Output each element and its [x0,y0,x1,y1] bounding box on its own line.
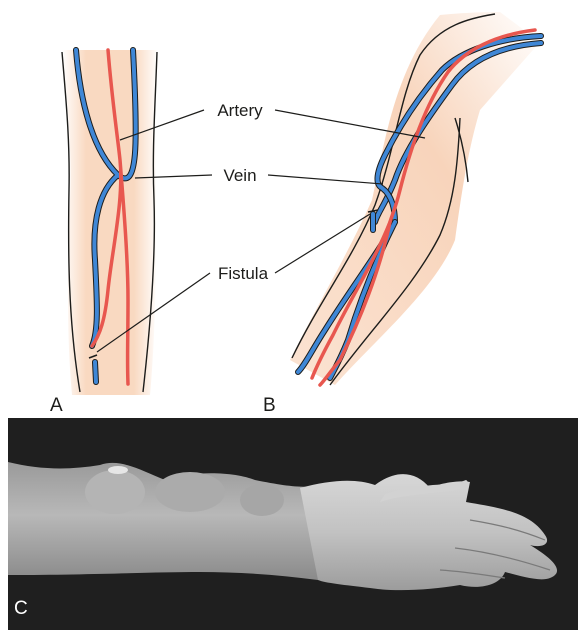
vein-leader-b [268,175,383,184]
panel-label-a: A [50,395,63,416]
fistula-swelling-3 [240,484,284,516]
panel-label-b: B [263,395,276,416]
highlight-1 [108,466,128,474]
artery-label: Artery [217,101,263,120]
fistula-swelling-1 [85,470,145,514]
fistula-label: Fistula [218,264,269,283]
panel-c-photo: C [8,418,578,630]
panel-label-c: C [14,598,28,619]
vein-label: Vein [223,166,256,185]
fistula-swelling-2 [155,472,225,512]
panel-b-arm [290,12,541,385]
